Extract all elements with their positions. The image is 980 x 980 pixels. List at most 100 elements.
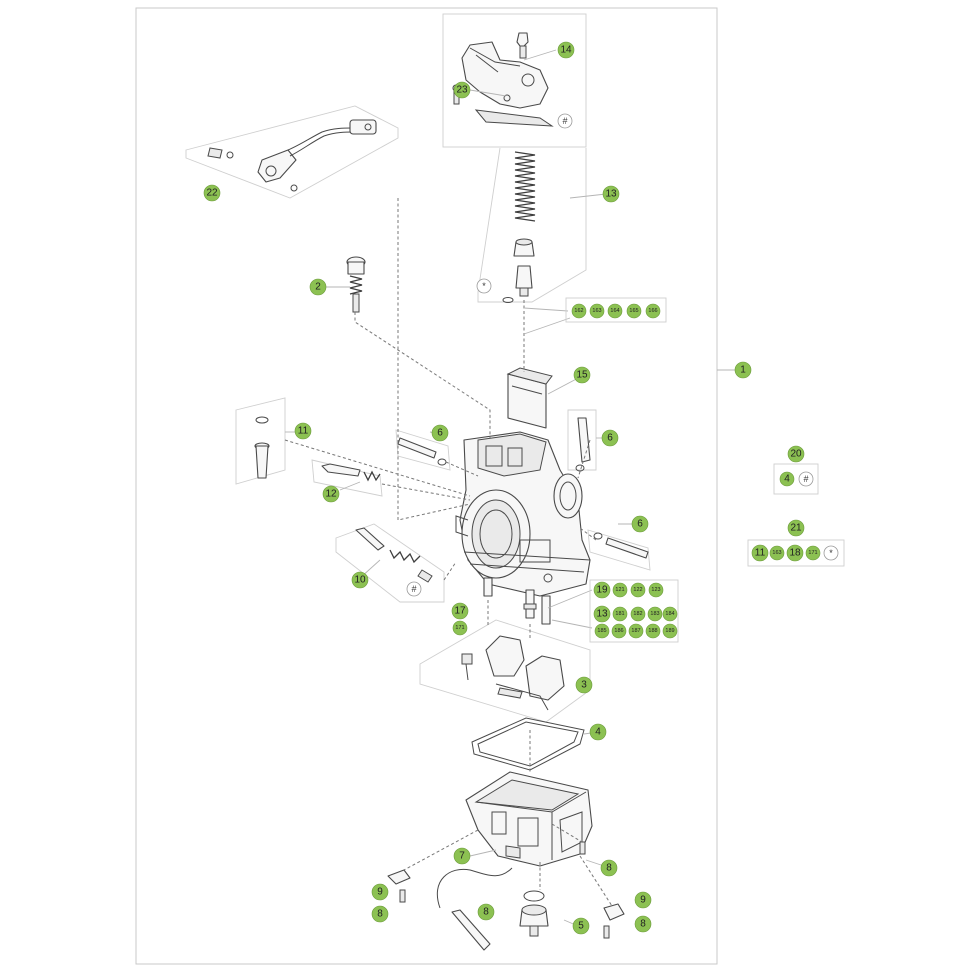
svg-text:122: 122 bbox=[633, 587, 642, 593]
svg-text:#: # bbox=[562, 116, 567, 126]
assembly-lines bbox=[284, 198, 613, 907]
svg-text:10: 10 bbox=[354, 575, 366, 586]
callout-6c: 6 bbox=[631, 515, 649, 533]
svg-text:6: 6 bbox=[637, 519, 643, 530]
svg-text:6: 6 bbox=[437, 428, 443, 439]
set21-code-11: 11 bbox=[751, 544, 769, 562]
callout-2: 2 bbox=[309, 278, 327, 296]
throttle-housing-part bbox=[452, 32, 554, 127]
idle-screw-part bbox=[321, 463, 381, 482]
jet-code-r3-5: 189 bbox=[662, 623, 678, 639]
svg-text:13: 13 bbox=[596, 609, 608, 620]
svg-text:8: 8 bbox=[606, 863, 612, 874]
svg-text:186: 186 bbox=[614, 628, 623, 634]
svg-text:121: 121 bbox=[615, 587, 624, 593]
set-20-box bbox=[773, 463, 819, 495]
svg-text:188: 188 bbox=[648, 628, 657, 634]
lower-plug-part bbox=[593, 532, 649, 559]
svg-text:#: # bbox=[411, 584, 416, 594]
callout-15: 15 bbox=[573, 366, 591, 384]
svg-text:*: * bbox=[482, 281, 486, 291]
svg-text:23: 23 bbox=[456, 85, 468, 96]
svg-text:171: 171 bbox=[808, 550, 817, 556]
svg-text:19: 19 bbox=[596, 585, 608, 596]
group-throttle-housing bbox=[442, 13, 587, 148]
float-bowl-part bbox=[465, 771, 593, 867]
svg-text:9: 9 bbox=[377, 887, 383, 898]
jet-code-r2-1: 13 bbox=[593, 605, 611, 623]
svg-text:182: 182 bbox=[633, 611, 642, 617]
svg-text:2: 2 bbox=[315, 282, 321, 293]
jet-code-r2-5: 184 bbox=[662, 606, 678, 622]
svg-text:1: 1 bbox=[740, 365, 746, 376]
jet-code-r1-3: 122 bbox=[630, 582, 646, 598]
svg-text:123: 123 bbox=[651, 587, 660, 593]
svg-text:11: 11 bbox=[298, 426, 309, 437]
svg-text:11: 11 bbox=[755, 548, 766, 559]
svg-text:185: 185 bbox=[597, 628, 606, 634]
throttle-spring-part bbox=[502, 151, 536, 303]
overflow-hose-part bbox=[436, 867, 513, 909]
callout-17: 17 bbox=[451, 602, 469, 620]
set20-code-4: 4 bbox=[779, 471, 795, 487]
float-bowl-gasket-part bbox=[471, 717, 585, 771]
svg-text:181: 181 bbox=[615, 611, 624, 617]
callout-12: 12 bbox=[322, 485, 340, 503]
svg-text:4: 4 bbox=[595, 727, 601, 738]
needle-code-4: 165 bbox=[626, 303, 642, 319]
svg-text:7: 7 bbox=[459, 851, 465, 862]
jet-code-r3-3: 187 bbox=[628, 623, 644, 639]
float-part bbox=[461, 635, 565, 711]
callout-5: 5 bbox=[572, 917, 590, 935]
svg-text:164: 164 bbox=[610, 308, 619, 314]
bracket-left-part bbox=[387, 869, 411, 903]
group-spring-slide bbox=[477, 147, 587, 303]
jet-code-r3-4: 188 bbox=[645, 623, 661, 639]
group-throttle-cable bbox=[185, 105, 399, 199]
svg-text:*: * bbox=[829, 548, 833, 558]
drain-plug-part bbox=[519, 890, 549, 937]
callout-14: 14 bbox=[557, 41, 575, 59]
upper-plug-part bbox=[397, 437, 447, 466]
callout-6a: 6 bbox=[431, 424, 449, 442]
svg-text:183: 183 bbox=[650, 611, 659, 617]
svg-text:165: 165 bbox=[629, 308, 638, 314]
throttle-stop-screw-part bbox=[346, 256, 366, 313]
set21-code-18: 18 bbox=[786, 544, 804, 562]
set21-code-171: 171 bbox=[805, 545, 821, 561]
svg-text:15: 15 bbox=[576, 370, 588, 381]
svg-text:4: 4 bbox=[784, 474, 790, 485]
svg-text:17: 17 bbox=[454, 606, 466, 617]
callout-20: 20 bbox=[787, 445, 805, 463]
callout-8a: 8 bbox=[600, 859, 618, 877]
jet-code-r1-4: 123 bbox=[648, 582, 664, 598]
jet-code-r3-1: 185 bbox=[594, 623, 610, 639]
callout-6b: 6 bbox=[601, 429, 619, 447]
set21-star: * bbox=[823, 545, 839, 561]
group-upper-plug bbox=[395, 429, 451, 471]
code-171-under-17: 171 bbox=[452, 620, 468, 636]
svg-text:187: 187 bbox=[631, 628, 640, 634]
callout-22: 22 bbox=[203, 184, 221, 202]
needle-code-1: 162 bbox=[571, 303, 587, 319]
svg-text:12: 12 bbox=[325, 489, 337, 500]
callout-7: 7 bbox=[453, 847, 471, 865]
svg-text:3: 3 bbox=[581, 680, 587, 691]
group-choke bbox=[335, 523, 445, 603]
callout-19: 19 bbox=[593, 581, 611, 599]
pilot-screw-part bbox=[254, 416, 270, 479]
callout-21: 21 bbox=[787, 519, 805, 537]
jet-code-r1-2: 121 bbox=[612, 582, 628, 598]
callout-23: 23 bbox=[453, 81, 471, 99]
svg-text:5: 5 bbox=[578, 921, 584, 932]
svg-text:162: 162 bbox=[574, 308, 583, 314]
svg-text:6: 6 bbox=[607, 433, 613, 444]
svg-text:22: 22 bbox=[206, 188, 218, 199]
main-jet-set-box bbox=[589, 579, 679, 643]
svg-text:163: 163 bbox=[772, 550, 781, 556]
svg-text:18: 18 bbox=[789, 548, 801, 559]
throttle-slide-part bbox=[506, 367, 553, 429]
callout-8d: 8 bbox=[634, 915, 652, 933]
set-21-box bbox=[747, 539, 845, 567]
